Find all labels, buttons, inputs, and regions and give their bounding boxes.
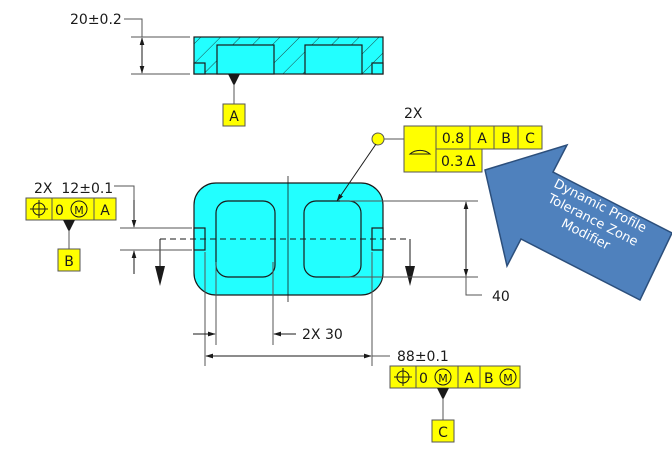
section-pocket-right <box>304 44 363 75</box>
height-dimension-text: 40 <box>492 289 510 305</box>
leader-line <box>124 18 143 37</box>
slot-dimension-text: 2X 12±0.1 <box>34 181 113 197</box>
profile-datum-b: B <box>501 131 511 147</box>
fcf-cell <box>517 125 543 150</box>
section-view: 20±0.2 A <box>70 12 384 127</box>
surface-profile-icon <box>408 149 432 155</box>
dynamic-profile-modifier-icon: Δ <box>466 154 476 170</box>
mmc-modifier-icon <box>434 368 452 386</box>
bottom-datum-a: A <box>464 371 474 387</box>
section-pocket-left <box>216 44 275 75</box>
bottom-datum-b: B <box>484 371 494 387</box>
profile-feature-control-frame: 2X 0.8 A B C 0.3 Δ <box>403 106 543 173</box>
bottom-modifier: M <box>438 372 448 385</box>
profile-datum-a: A <box>477 131 487 147</box>
slot-datum-a: A <box>100 203 110 219</box>
length-dimension-text: 88±0.1 <box>397 349 449 365</box>
datum-a-label: A <box>229 109 239 125</box>
profile-tolerance-row2: 0.3 <box>441 154 463 170</box>
section-notch-left <box>193 62 206 75</box>
leader-line <box>465 276 482 296</box>
fcf-cell <box>93 197 117 221</box>
profile-symbol-cell <box>403 125 437 173</box>
datum-triangle <box>437 388 449 400</box>
fcf-cell <box>435 148 483 173</box>
profile-datum-c: C <box>525 131 535 147</box>
position-icon <box>394 368 412 386</box>
section-arrow-left <box>155 266 165 286</box>
datum-box-a <box>222 103 246 127</box>
datum-b-label: B <box>64 254 74 270</box>
thickness-dimension-text: 20±0.2 <box>70 12 122 28</box>
datum-box-c <box>431 419 455 443</box>
section-notch-right <box>371 62 384 75</box>
datum-triangle <box>63 220 75 232</box>
slot-modifier: M <box>74 204 84 217</box>
callout-arrow: Dynamic Profile Tolerance Zone Modifier <box>484 143 672 302</box>
datum-box-b <box>57 248 81 272</box>
callout-arrow-shape <box>484 143 672 302</box>
plan-view: 40 2X 30 <box>114 132 510 366</box>
mmc-modifier-icon <box>499 368 517 386</box>
slot-tolerance: 0 <box>55 203 64 219</box>
datum-triangle <box>228 74 240 86</box>
profile-leader-arrow <box>336 143 377 202</box>
datum-b-modifier: M <box>503 372 513 385</box>
bottom-feature-control-frame: 88±0.1 0 M A B M C <box>389 349 521 443</box>
leader-origin-dot <box>371 132 385 146</box>
profile-multiplier: 2X <box>404 106 423 122</box>
mmc-modifier-icon <box>70 200 88 218</box>
section-arrow-right <box>405 266 415 286</box>
slot-feature-control-frame: 2X 12±0.1 0 M A B <box>25 181 117 272</box>
bottom-tolerance: 0 <box>419 371 428 387</box>
datum-c-label: C <box>438 425 448 441</box>
pitch-dimension-text: 2X 30 <box>302 327 343 343</box>
position-icon <box>30 200 48 218</box>
leader-line <box>114 185 135 200</box>
profile-tolerance-row1: 0.8 <box>442 131 464 147</box>
